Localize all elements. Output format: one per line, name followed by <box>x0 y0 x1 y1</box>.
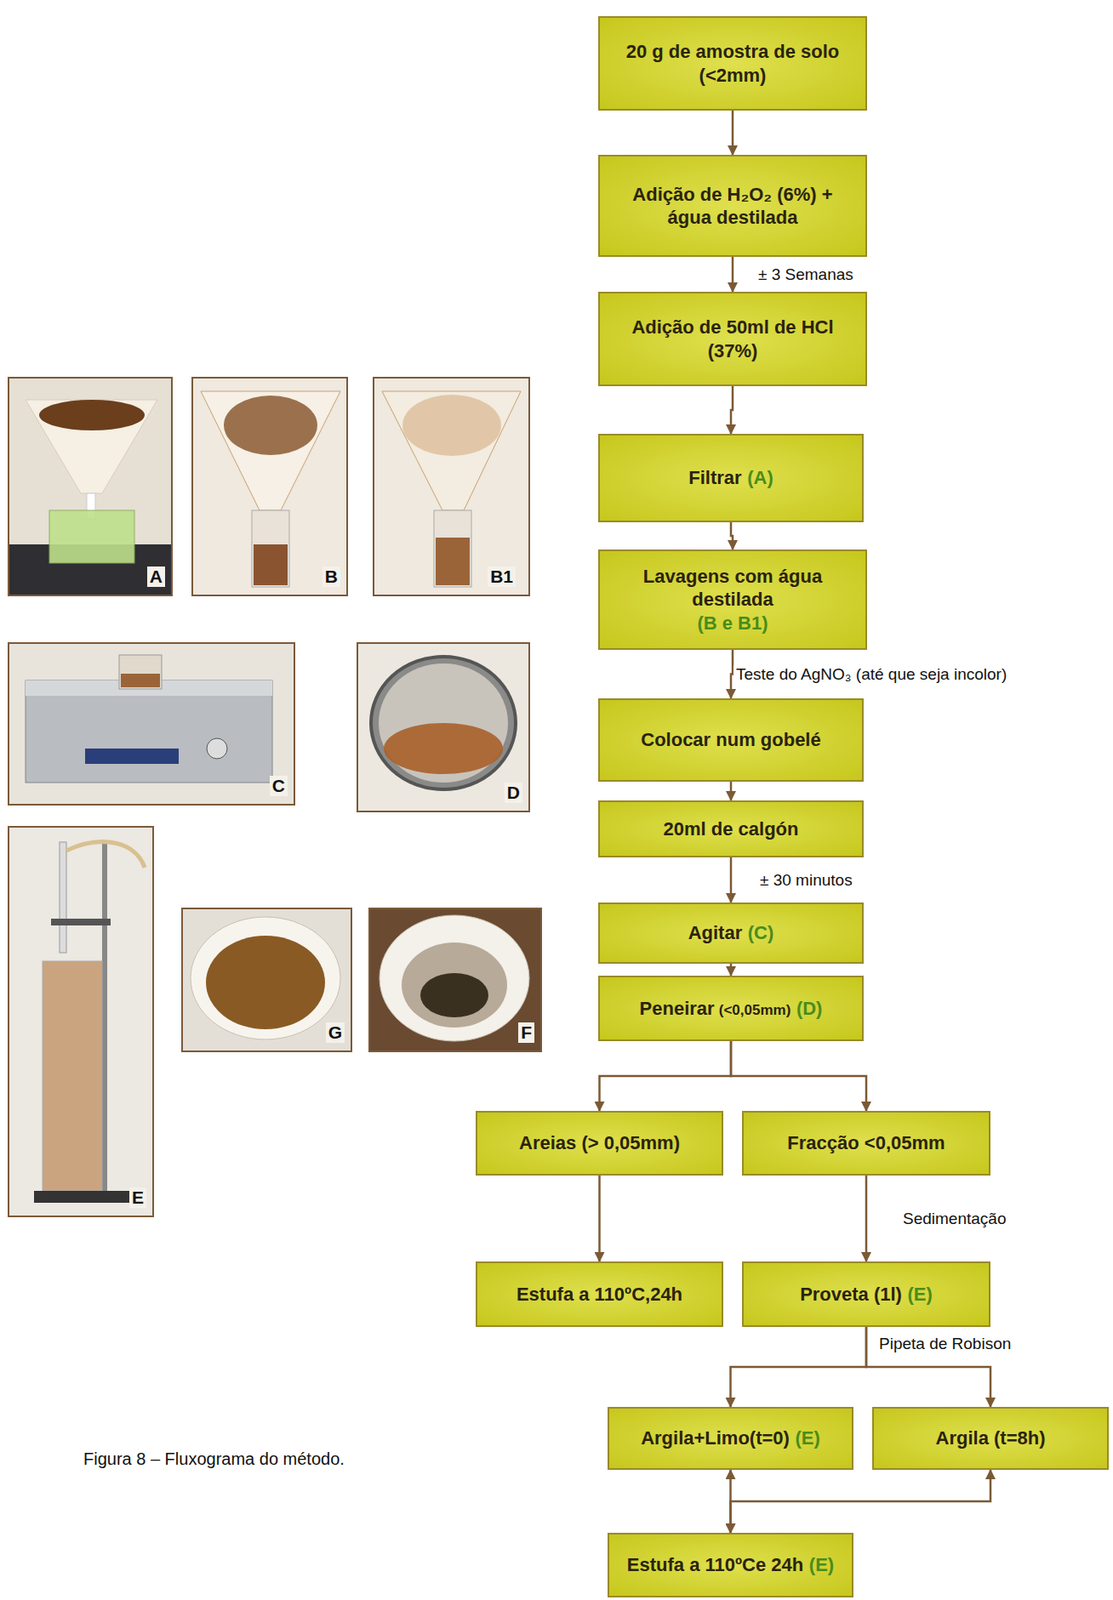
photo-filter-b <box>192 377 348 596</box>
flow-arrow <box>865 1175 868 1262</box>
process-box: 20 g de amostra de solo (<2mm) <box>598 16 868 111</box>
box-label: Fracção <0,05mm <box>787 1132 945 1154</box>
flow-arrow <box>731 256 735 292</box>
edge-label: Sedimentação <box>900 1210 1009 1229</box>
box-text: Estufa a 110ºC,24h <box>507 1278 691 1313</box>
box-text: Argila (t=8h) <box>927 1421 1055 1456</box>
flow-arrow <box>730 522 733 550</box>
process-box: Proveta (1l)(E) <box>742 1261 991 1328</box>
flow-arrow <box>731 110 735 155</box>
box-label: Colocar num gobelé <box>640 729 821 751</box>
box-label: (<0,05mm) <box>719 1002 792 1019</box>
box-label: Peneirar <box>639 998 715 1020</box>
box-label: (E) <box>809 1554 834 1576</box>
box-text: Adição de 50ml de HCl (37%) <box>599 310 866 368</box>
photo-letter: B <box>322 566 341 588</box>
process-box: Colocar num gobelé <box>598 698 864 782</box>
flow-arrow <box>730 650 733 699</box>
box-label: Argila+Limo(t=0) <box>640 1427 790 1450</box>
box-label: (E) <box>795 1427 821 1450</box>
box-text: Colocar num gobelé <box>632 723 829 758</box>
box-label: Adição de 50ml de HCl (37%) <box>631 316 834 362</box>
box-label: Agitar <box>688 922 743 944</box>
process-box: Lavagens com água destilada(B e B1) <box>598 549 868 651</box>
box-text: Estufa a 110ºCe 24h(E) <box>618 1548 843 1583</box>
photo-bowl-f <box>369 908 542 1052</box>
box-text: Fracção <0,05mm <box>778 1126 954 1161</box>
box-text: Adição de H₂O₂ (6%) + água destilada <box>599 177 866 235</box>
photo-letter: D <box>504 782 523 804</box>
box-label: (C) <box>747 922 775 944</box>
photo-sieve-d <box>357 643 530 812</box>
process-box: Agitar(C) <box>598 902 864 965</box>
box-text: 20 g de amostra de solo (<2mm) <box>599 34 866 92</box>
box-label: Argila (t=8h) <box>936 1427 1046 1450</box>
process-box: Estufa a 110ºCe 24h(E) <box>607 1533 854 1599</box>
box-text: Areias (> 0,05mm) <box>510 1126 689 1161</box>
box-label: (B e B1) <box>608 611 857 636</box>
box-label: Lavagens com água destilada <box>643 565 822 611</box>
box-label: Estufa a 110ºCe 24h <box>627 1554 804 1576</box>
process-box: Peneirar(<0,05mm)(D) <box>598 976 864 1042</box>
flow-arrow <box>730 964 733 977</box>
flow-arrow <box>599 1041 732 1112</box>
process-box: Argila (t=8h) <box>872 1407 1109 1471</box>
flow-arrow <box>730 1470 992 1534</box>
box-label: Proveta (1l) <box>799 1284 902 1306</box>
box-label: Adição de H₂O₂ (6%) + água destilada <box>632 183 833 229</box>
photo-letter: A <box>147 566 166 588</box>
photo-bowl-g <box>182 908 352 1052</box>
process-box: Argila+Limo(t=0)(E) <box>607 1407 854 1471</box>
box-text: Argila+Limo(t=0)(E) <box>632 1421 829 1456</box>
edge-label: Teste do AgNO₃ (até que seja incolor) <box>733 665 1010 685</box>
edge-label: Pipeta de Robison <box>876 1335 1014 1354</box>
process-box: Fracção <0,05mm <box>742 1111 991 1176</box>
photo-cylinder-e <box>8 827 154 1217</box>
box-label: (A) <box>747 467 774 489</box>
photo-letter: F <box>518 1022 535 1044</box>
box-text: Peneirar(<0,05mm)(D) <box>631 992 832 1027</box>
box-text: Agitar(C) <box>679 916 783 951</box>
photo-filter-b1 <box>373 377 530 596</box>
process-box: Filtrar(A) <box>598 433 864 523</box>
flow-arrow <box>730 857 733 903</box>
box-label: Filtrar <box>688 467 742 489</box>
process-box: Adição de 50ml de HCl (37%) <box>598 291 868 387</box>
flow-arrow <box>730 1327 868 1408</box>
process-box: 20ml de calgón <box>598 800 864 858</box>
box-label: Areias (> 0,05mm) <box>519 1132 680 1154</box>
box-label: Estufa a 110ºC,24h <box>516 1284 683 1306</box>
flow-arrow <box>598 1175 601 1262</box>
process-box: Estufa a 110ºC,24h <box>475 1261 724 1328</box>
edge-label: ± 3 Semanas <box>755 265 857 285</box>
box-label: 20 g de amostra de solo (<2mm) <box>626 40 840 86</box>
process-box: Areias (> 0,05mm) <box>475 1111 724 1176</box>
photo-letter: C <box>269 776 288 797</box>
flow-arrow <box>730 781 733 801</box>
box-text: Lavagens com água destilada(B e B1) <box>599 559 866 641</box>
figure-caption: Figura 8 – Fluxograma do método. <box>83 1449 345 1470</box>
process-box: Adição de H₂O₂ (6%) + água destilada <box>598 154 868 257</box>
box-text: Proveta (1l)(E) <box>791 1278 942 1313</box>
photo-ultrasonic-bath-c <box>8 643 295 805</box>
edge-label: ± 30 minutos <box>757 871 856 891</box>
flow-arrow <box>730 1041 867 1112</box>
box-text: Filtrar(A) <box>679 461 782 496</box>
box-label: (E) <box>907 1284 933 1306</box>
photo-letter: B1 <box>487 566 516 588</box>
box-label: (D) <box>796 998 823 1020</box>
photo-letter: E <box>129 1187 147 1209</box>
box-label: 20ml de calgón <box>663 818 800 840</box>
box-text: 20ml de calgón <box>655 812 808 847</box>
photo-filter-a <box>8 377 172 596</box>
flow-arrow <box>730 386 733 434</box>
photo-letter: G <box>325 1022 345 1044</box>
